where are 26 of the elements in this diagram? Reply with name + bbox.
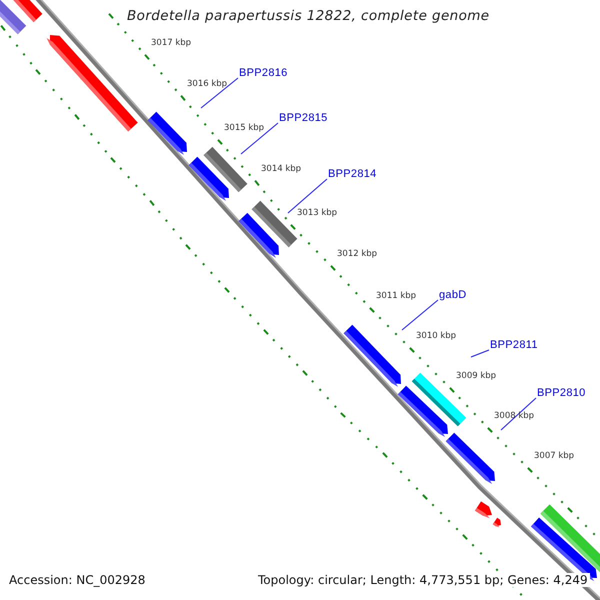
tick-label: 3016 kbp	[187, 79, 228, 89]
tick-label: 3011 kbp	[376, 291, 416, 301]
tick-label: 3010 kbp	[416, 331, 456, 341]
tick-label: 3014 kbp	[261, 164, 302, 174]
gene-label: BPP2811	[490, 339, 538, 351]
leader-line	[402, 300, 438, 330]
tick-label: 3015 kbp	[224, 123, 264, 133]
tick-label: 3017 kbp	[151, 38, 192, 48]
leader-line	[288, 178, 328, 214]
gene-label: BPP2816	[239, 67, 288, 79]
leader-line	[240, 122, 278, 154]
footer-text: Topology: circular; Length: 4,773,551 bp; Genes: 4,249	[258, 573, 590, 587]
gene-label: BPP2810	[537, 387, 586, 399]
tick-label: 3007 kbp	[534, 451, 574, 461]
footer-text: Accession: NC_002928	[9, 573, 148, 587]
tick-label: 3008 kbp	[494, 411, 534, 421]
tick-label: 3009 kbp	[456, 371, 496, 381]
tick-label: 3012 kbp	[337, 249, 378, 259]
leader-line	[470, 350, 490, 358]
gene-label: BPP2814	[328, 168, 377, 180]
title: Bordetella parapertussis 12822, complete genome	[127, 8, 490, 24]
gene-label: gabD	[439, 289, 466, 301]
gene-label: BPP2815	[279, 112, 328, 124]
leader-line	[500, 398, 536, 430]
leader-line	[200, 78, 238, 108]
tick-label: 3013 kbp	[297, 208, 338, 218]
